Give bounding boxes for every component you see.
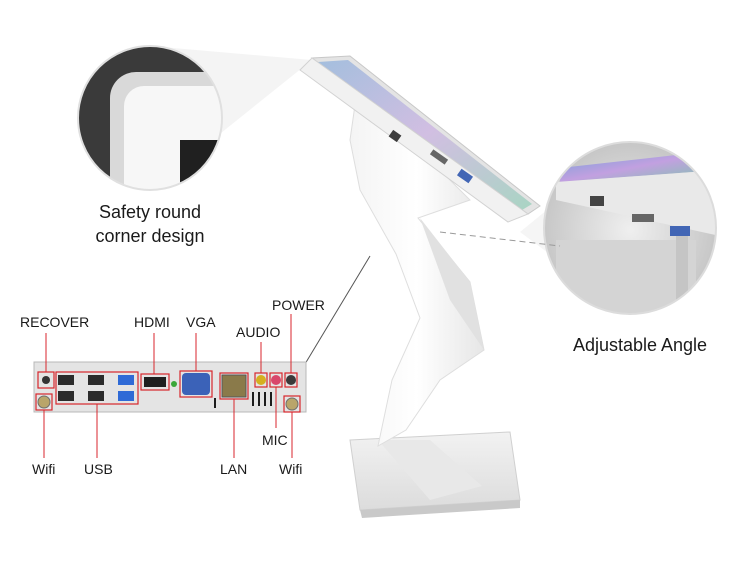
- angle-callout-text: Adjustable Angle: [572, 335, 708, 355]
- wifi-right-label: Wifi: [279, 461, 303, 477]
- touch-display: [299, 55, 541, 223]
- corner-callout-line2: corner design: [95, 226, 205, 246]
- angle-zoom-callout: [520, 141, 717, 315]
- audio-jack: [256, 375, 266, 385]
- power-label: POWER: [272, 297, 325, 313]
- audio-label: AUDIO: [236, 324, 281, 340]
- usb-label: USB: [84, 461, 113, 477]
- hdmi-port: [144, 377, 166, 387]
- wifi-antenna-left: [37, 395, 51, 409]
- wifi-left-label: Wifi: [32, 461, 56, 477]
- mic-label: MIC: [262, 432, 288, 448]
- kiosk-stand: [349, 97, 561, 518]
- vga-port: [182, 373, 210, 395]
- power-button: [286, 375, 296, 385]
- hdmi-label: HDMI: [134, 314, 170, 330]
- lan-port: [221, 374, 247, 398]
- recover-port: [42, 376, 50, 384]
- recover-label: RECOVER: [20, 314, 90, 330]
- io-panel: [33, 314, 307, 458]
- usb-ports: [58, 375, 134, 401]
- lan-label: LAN: [220, 461, 248, 477]
- mic-jack: [271, 375, 281, 385]
- corner-callout-line1: Safety round: [98, 202, 202, 222]
- corner-callout-text: Safety round corner design: [60, 200, 240, 248]
- wifi-antenna-right: [285, 397, 299, 411]
- panel-connector-line: [304, 255, 371, 365]
- corner-zoom-callout: [77, 45, 312, 191]
- vga-label: VGA: [186, 314, 216, 330]
